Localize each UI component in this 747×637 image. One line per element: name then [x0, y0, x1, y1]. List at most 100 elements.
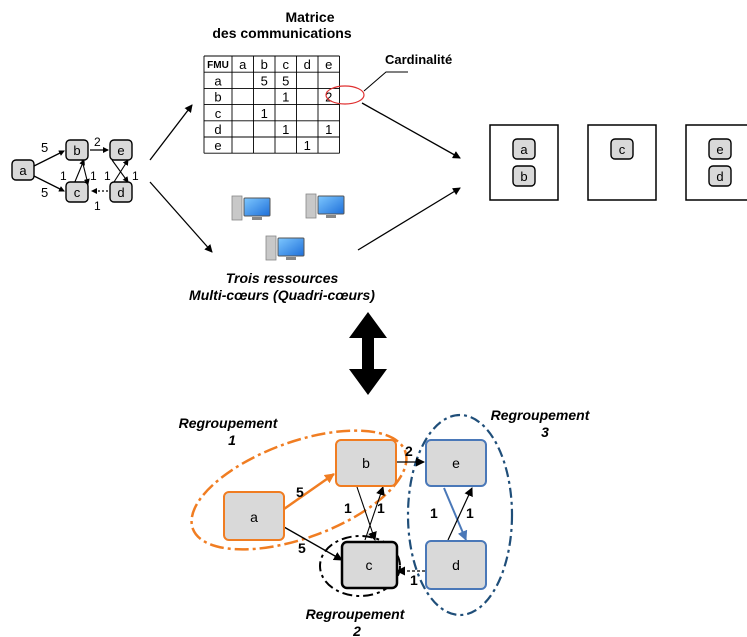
- small-edge-a-b: [33, 150, 65, 167]
- small-edge-e-d: [111, 159, 129, 183]
- computer-icon-1: [231, 195, 271, 221]
- group-1-outline: [190, 429, 408, 551]
- big-node-d-label: d: [452, 557, 460, 573]
- matrix-row-label-d: d: [214, 122, 221, 137]
- small-node-e: [109, 139, 133, 161]
- matrix-cell-e-d: 1: [304, 138, 311, 153]
- big-node-a-label: a: [250, 509, 258, 525]
- matrix-header-c: c: [283, 57, 290, 72]
- allocation-item-a: [512, 138, 536, 160]
- matrix-cell-d-c: 1: [282, 122, 289, 137]
- big-label-b-e: 2: [405, 443, 413, 459]
- big-label-d-c: 1: [410, 572, 418, 588]
- group-2-label-line1: Regroupement: [306, 606, 406, 622]
- group-1-label-line1: Regroupement: [179, 415, 279, 431]
- small-node-d-label: d: [117, 185, 124, 200]
- allocation-item-e-label: e: [716, 142, 723, 157]
- group-3-label-line1: Regroupement: [491, 407, 591, 423]
- small-node-e-label: e: [117, 143, 124, 158]
- matrix-cell-d-e: 1: [325, 122, 332, 137]
- matrix-cell-a-c: 5: [282, 73, 289, 88]
- group-2-label-line2: 2: [352, 623, 361, 637]
- matrix-row-label-c: c: [215, 106, 222, 121]
- arrow-matrix-to-allocation: [361, 102, 461, 159]
- matrix-row-label-a: a: [214, 73, 222, 88]
- allocation-item-a-label: a: [520, 142, 528, 157]
- big-label-c-b: 1: [344, 500, 352, 516]
- small-node-c: [65, 181, 89, 203]
- big-label-a-b: 5: [296, 484, 304, 500]
- big-edge-b-c: [356, 486, 377, 541]
- allocation-item-e: [708, 138, 732, 160]
- matrix-cell-b-c: 1: [282, 90, 289, 105]
- double-arrow-icon: [349, 312, 387, 395]
- group-1-label-line2: 1: [228, 432, 236, 448]
- matrix-header-a: a: [239, 57, 247, 72]
- big-graph: a b c d e 5 5 2 1 1 1 1 1 Regroupement 1…: [179, 407, 591, 637]
- allocation-core-1: a b: [489, 124, 559, 201]
- allocation-item-d: [708, 165, 732, 187]
- big-node-e: [425, 439, 487, 487]
- resources-label-line2: Multi-cœurs (Quadri-cœurs): [189, 287, 375, 303]
- big-label-d-e: 1: [466, 505, 474, 521]
- small-edge-c-b: [73, 159, 85, 185]
- resources-label-line1: Trois ressources: [226, 270, 339, 286]
- allocation-item-b: [512, 165, 536, 187]
- allocation-item-c-label: c: [619, 142, 626, 157]
- big-edge-c-b: [364, 486, 385, 541]
- cardinality-leader: [363, 71, 408, 92]
- small-label-a-b: 5: [41, 140, 48, 155]
- big-node-a: [223, 491, 285, 541]
- cardinality-label: Cardinalité: [385, 52, 452, 67]
- small-node-b-label: b: [73, 143, 80, 158]
- matrix-row-label-b: b: [214, 90, 221, 105]
- small-edge-a-c: [33, 175, 65, 192]
- small-label-d-c: 1: [94, 199, 101, 213]
- small-node-a-label: a: [19, 163, 27, 178]
- computer-icon-3: [265, 235, 305, 261]
- big-edge-d-e: [447, 487, 473, 541]
- group-2-outline: [319, 535, 401, 597]
- big-node-d: [425, 540, 487, 590]
- matrix-cell-a-b: 5: [261, 73, 268, 88]
- arrow-resources-to-allocation: [357, 187, 461, 251]
- big-node-b: [335, 439, 397, 487]
- matrix-title-line2: des communications: [212, 25, 351, 41]
- matrix-cell-c-b: 1: [261, 106, 268, 121]
- allocation-core-2: c: [587, 124, 657, 201]
- small-label-c-b: 1: [60, 169, 67, 183]
- matrix-corner-label: FMU: [207, 60, 229, 71]
- matrix-header-d: d: [304, 57, 311, 72]
- group-3-outline: [406, 413, 514, 617]
- small-label-b-e: 2: [94, 135, 101, 149]
- big-node-c-label: c: [366, 557, 373, 573]
- small-node-c-label: c: [74, 185, 81, 200]
- big-edge-e-d: [443, 487, 468, 541]
- matrix-cell-b-e: 2: [325, 90, 332, 105]
- small-label-a-c: 5: [41, 185, 48, 200]
- big-label-b-c: 1: [377, 500, 385, 516]
- small-node-a: [11, 159, 35, 181]
- allocation-item-c: [610, 138, 634, 160]
- big-node-e-label: e: [452, 455, 460, 471]
- small-label-d-e: 1: [132, 169, 139, 183]
- allocation-item-d-label: d: [716, 169, 723, 184]
- group-3-label-line2: 3: [541, 424, 549, 440]
- big-label-a-c: 5: [298, 540, 306, 556]
- arrow-graph-to-resources: [149, 181, 213, 253]
- big-edge-a-b: [283, 472, 335, 511]
- computer-icon-2: [305, 193, 345, 219]
- small-node-d: [109, 181, 133, 203]
- small-edge-d-e: [113, 159, 129, 183]
- matrix-title-line1: Matrice: [285, 9, 334, 25]
- matrix-row-label-e: e: [214, 138, 221, 153]
- small-edge-b-c: [81, 159, 90, 185]
- big-node-b-label: b: [362, 455, 370, 471]
- cardinality-highlight: [325, 85, 365, 105]
- small-node-b: [65, 139, 89, 161]
- allocation-core-3: e d: [685, 124, 747, 201]
- small-graph: a b c d e 5 5 2 1 1 1 1 1: [11, 135, 139, 213]
- big-node-c: [340, 540, 399, 590]
